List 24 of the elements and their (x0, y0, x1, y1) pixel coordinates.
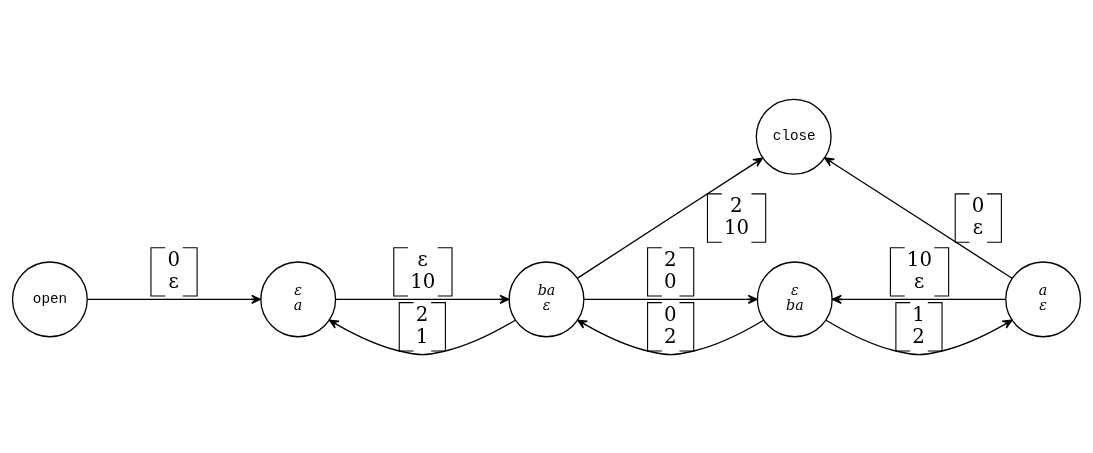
arrow (825, 301, 1013, 355)
node-circle: a ε (1005, 260, 1082, 337)
edge-label: ε 10 (410, 247, 436, 293)
edge-label: 2 0 (664, 247, 677, 293)
arrow (577, 301, 765, 355)
arrow (328, 301, 516, 355)
node-circle: ε a (260, 260, 337, 337)
arrow (86, 246, 262, 304)
edge-label: 0 ε (167, 247, 181, 293)
node-circle: open (11, 260, 88, 337)
arrow (576, 157, 767, 279)
edge-label: 2 1 (415, 302, 429, 348)
arrow (335, 246, 510, 304)
node-circle: close (755, 98, 832, 175)
edge-label: 10 ε (906, 247, 933, 293)
edge-label: 1 2 (912, 302, 925, 348)
node-circle: ε ba (756, 260, 833, 337)
arrow (583, 246, 758, 304)
arrow (831, 246, 1007, 304)
arrow (824, 156, 1013, 279)
edge-label: 0 2 (664, 302, 677, 348)
edge-label: 2 10 (723, 193, 750, 239)
node-circle: ba ε (508, 260, 585, 337)
edge-label: 0 ε (971, 193, 985, 239)
